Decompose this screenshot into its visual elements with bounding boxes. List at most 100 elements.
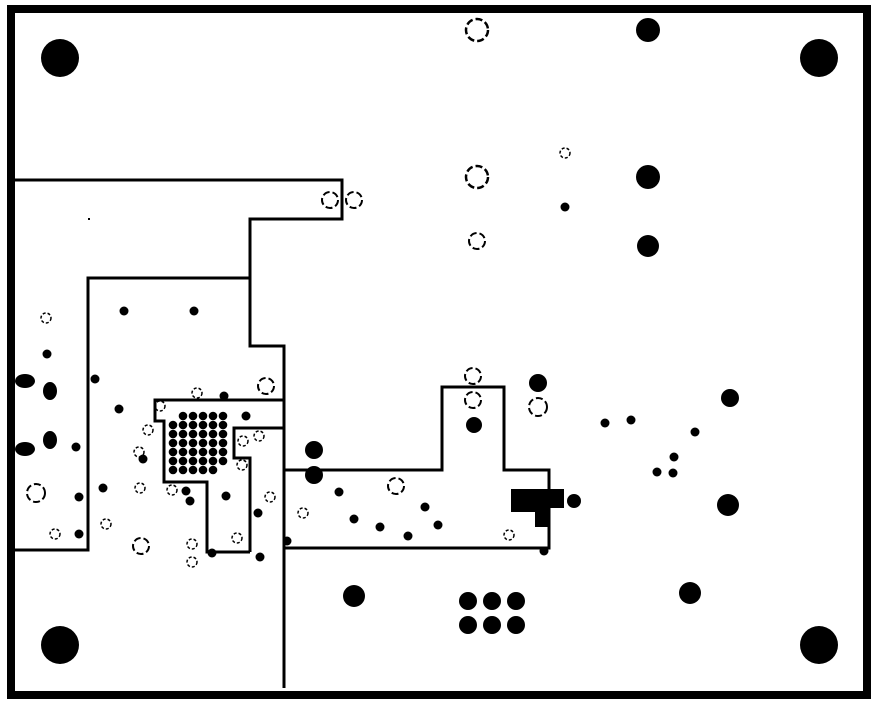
plated-hole [321, 191, 339, 209]
reference-dot [88, 218, 90, 220]
pad [636, 18, 660, 42]
via [255, 552, 265, 562]
plated-hole [387, 477, 405, 495]
mounting-hole [41, 39, 79, 77]
component-footprint [511, 489, 564, 527]
mounting-hole [41, 626, 79, 664]
via [403, 531, 413, 541]
bga-pad [188, 429, 198, 439]
plated-hole [134, 482, 146, 494]
plated-hole [464, 391, 482, 409]
plated-hole [49, 528, 61, 540]
bga-pad [188, 438, 198, 448]
via [241, 411, 251, 421]
large-pads [15, 18, 739, 607]
plated-hole [40, 312, 52, 324]
plated-hole [236, 459, 248, 471]
bga-pad [198, 429, 208, 439]
plated-holes [26, 17, 571, 568]
plated-hole [559, 147, 571, 159]
bga-pad [198, 465, 208, 475]
via [219, 391, 229, 401]
pad [507, 592, 525, 610]
mounting-hole [800, 626, 838, 664]
pad [567, 494, 581, 508]
pad [43, 431, 57, 449]
via [282, 536, 292, 546]
pad [507, 616, 525, 634]
board-outline [7, 5, 871, 699]
plated-hole [231, 532, 243, 544]
pad [343, 585, 365, 607]
via [42, 349, 52, 359]
bga-pad [208, 429, 218, 439]
pad [459, 592, 477, 610]
plated-hole [528, 397, 548, 417]
bga-pad [198, 447, 208, 457]
via [181, 486, 191, 496]
via [189, 306, 199, 316]
plated-hole [166, 484, 178, 496]
connector-pad-array [459, 592, 525, 634]
via [420, 502, 430, 512]
bga-pad [188, 465, 198, 475]
bga-pad [168, 465, 178, 475]
pad [721, 389, 739, 407]
plated-hole [464, 164, 490, 190]
mounting-hole [800, 39, 838, 77]
bga-pad [188, 411, 198, 421]
bga-pad [168, 420, 178, 430]
via [221, 491, 231, 501]
bga-pad [198, 456, 208, 466]
plated-hole [297, 507, 309, 519]
bga-pad [198, 438, 208, 448]
plated-hole [133, 446, 145, 458]
via [669, 452, 679, 462]
via [539, 546, 549, 556]
pour-region-left [15, 276, 250, 552]
pad [459, 616, 477, 634]
plated-hole [237, 435, 249, 447]
via [90, 374, 100, 384]
via [560, 202, 570, 212]
via [626, 415, 636, 425]
bga-pad [168, 447, 178, 457]
plated-hole [26, 483, 46, 503]
bga-pad [188, 420, 198, 430]
bga-pad [208, 465, 218, 475]
vias [42, 202, 700, 562]
pad [636, 165, 660, 189]
bga-pad [208, 447, 218, 457]
plated-hole [468, 232, 486, 250]
via [98, 483, 108, 493]
via [207, 548, 217, 558]
bga-pad [208, 420, 218, 430]
plated-hole [186, 538, 198, 550]
bga-pad [218, 429, 228, 439]
bga-pad [168, 429, 178, 439]
bga-pad [178, 411, 188, 421]
bga-pad [208, 456, 218, 466]
pad [466, 417, 482, 433]
bga-pad [208, 411, 218, 421]
plated-hole [464, 17, 490, 43]
pad [15, 374, 35, 388]
bga-pad [188, 447, 198, 457]
bga-pad [218, 447, 228, 457]
via [375, 522, 385, 532]
pad [679, 582, 701, 604]
via [668, 468, 678, 478]
bga-pad [178, 447, 188, 457]
via [433, 520, 443, 530]
pad [637, 235, 659, 257]
pour-region-upper-left [15, 178, 344, 688]
pad [483, 616, 501, 634]
via [600, 418, 610, 428]
via [74, 492, 84, 502]
via [119, 306, 129, 316]
plated-hole [191, 387, 203, 399]
bga-pad [218, 411, 228, 421]
plated-hole [142, 424, 154, 436]
plated-hole [257, 377, 275, 395]
